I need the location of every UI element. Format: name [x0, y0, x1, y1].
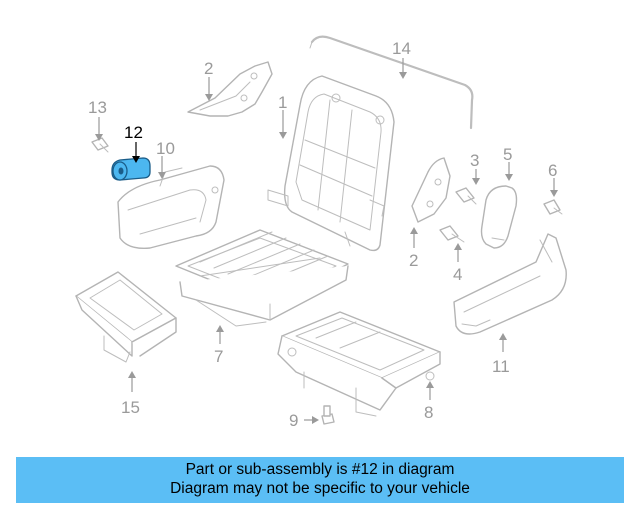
callout-7: 7: [214, 347, 223, 366]
part-4-bolt: [439, 225, 465, 243]
part-6-bolt: [543, 199, 563, 215]
part-2-upper-bracket: [187, 61, 273, 117]
banner-line-1: Part or sub-assembly is #12 in diagram: [185, 461, 455, 478]
callout-13: 13: [88, 98, 107, 117]
part-2-right-bracket: [411, 157, 451, 223]
callout-8: 8: [424, 403, 433, 422]
callout-9: 9: [289, 411, 298, 430]
leader-lines: [95, 58, 558, 424]
part-13-bolt: [91, 137, 109, 153]
part-15-lower-panel: [75, 271, 177, 363]
callout-14: 14: [392, 39, 411, 58]
part-14-wire-rod: [309, 35, 474, 130]
part-11-side-shield: [453, 233, 567, 335]
part-5-cover: [480, 185, 518, 249]
callout-10: 10: [156, 139, 175, 158]
part-9-bolt: [321, 405, 335, 425]
part-8-seat-base: [277, 311, 441, 417]
callout-3: 3: [470, 151, 479, 170]
callout-11: 11: [492, 357, 510, 376]
callout-2-upper: 2: [204, 59, 213, 78]
callout-5: 5: [503, 145, 512, 164]
callout-15: 15: [121, 398, 140, 417]
callout-4: 4: [453, 265, 462, 284]
part-7-cushion-frame: [175, 229, 349, 327]
callout-labels: 1 2 2 3 4 5 6 7 8 9 10 11 12 13 14 15: [88, 39, 557, 430]
part-12-highlighted-part: [111, 157, 151, 181]
seat-parts-diagram: 1 2 2 3 4 5 6 7 8 9 10 11 12 13 14 15: [75, 35, 567, 430]
part-1-seat-back-frame: [267, 75, 395, 252]
banner-line-2: Diagram may not be specific to your vehi…: [170, 480, 470, 497]
callout-12: 12: [124, 123, 143, 142]
callout-6: 6: [548, 161, 557, 180]
part-info-banner: Part or sub-assembly is #12 in diagram D…: [16, 457, 624, 503]
callout-1: 1: [278, 93, 287, 112]
part-3-bolt: [455, 187, 477, 205]
callout-2-right: 2: [409, 251, 418, 270]
